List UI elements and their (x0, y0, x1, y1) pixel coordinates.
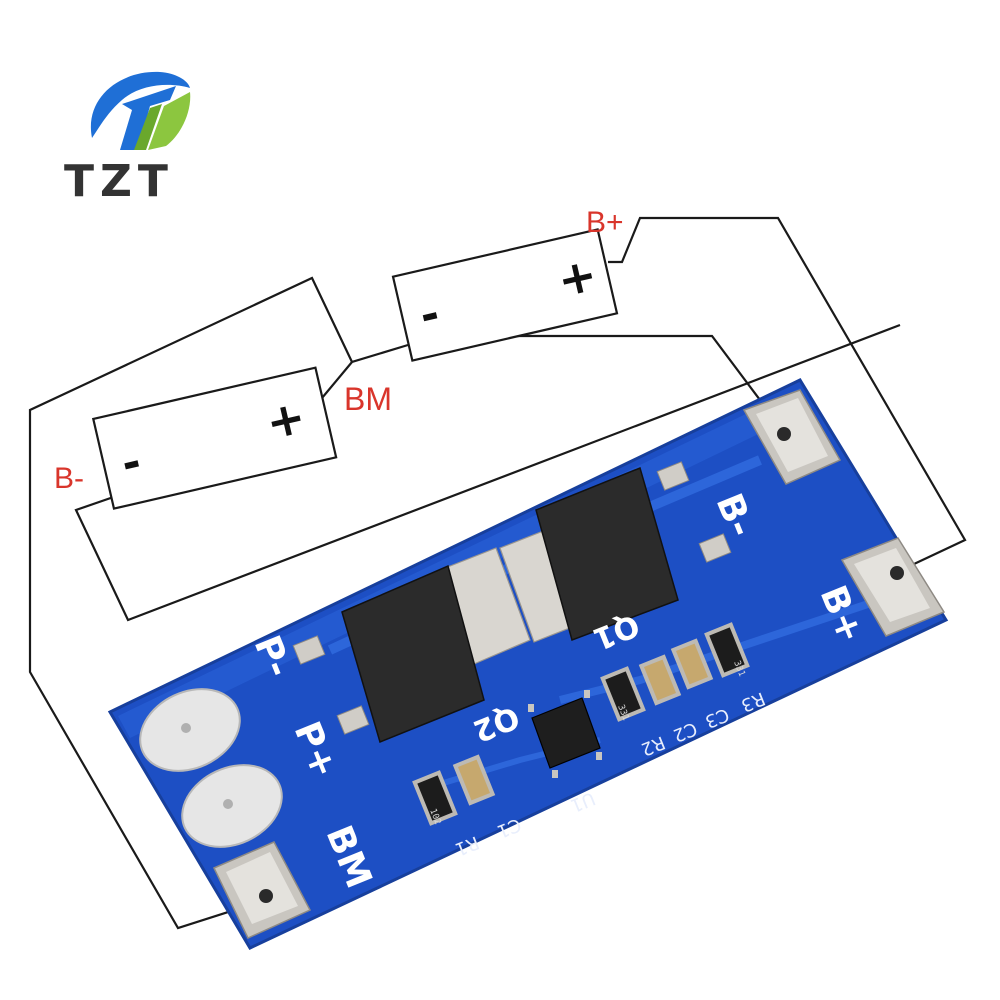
resistor-r3 (704, 622, 750, 678)
pcb-substrate (107, 378, 949, 950)
capacitor-c2 (638, 654, 682, 706)
tzt-logo: TZT (64, 71, 191, 207)
tzt-logo-mark-icon (90, 71, 191, 150)
cell-2-body (391, 228, 619, 362)
wire-b-plus (608, 216, 967, 573)
cell-1-body (91, 366, 338, 510)
pad-bm (212, 841, 312, 939)
resistor-r2 (600, 666, 646, 722)
wiring (28, 216, 967, 930)
capacitor-c3 (670, 638, 714, 690)
resistor-r1 (412, 770, 458, 826)
mosfet-q2 (292, 547, 531, 744)
pcb-board: B- B+ P- P+ BM Q1 Q2 U1 R1 C1 R2 C2 C3 R… (107, 378, 949, 950)
wire-b-minus (74, 323, 901, 622)
pad-b-plus (840, 537, 946, 637)
label-bm: BM (344, 381, 392, 417)
label-b-plus: B+ (586, 206, 624, 239)
mosfet-q1 (499, 461, 732, 643)
battery-cell-2: + - (391, 228, 619, 362)
smd-components (412, 622, 750, 826)
logo-text: TZT (64, 156, 174, 207)
wire-bm-outer (28, 276, 353, 930)
capacitor-c1 (452, 754, 496, 806)
battery-cell-1: + - (91, 366, 338, 510)
ic-u1 (528, 690, 602, 778)
pad-b-minus (742, 389, 842, 485)
label-b-minus: B- (54, 462, 84, 495)
